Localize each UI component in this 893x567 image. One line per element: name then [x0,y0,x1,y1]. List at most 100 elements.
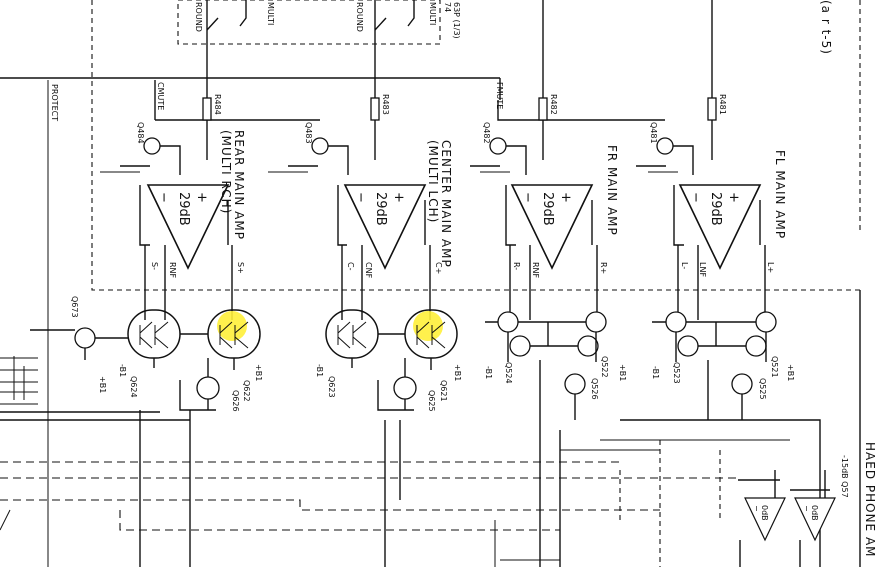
net-label-cmute: CMUTE [156,82,165,110]
transistor-label-q483: Q483 [304,122,313,144]
label-q521: Q521 [770,356,779,378]
transistor-q481 [656,137,674,155]
headphone-amp-a [744,497,786,542]
resistor-r484 [202,97,212,121]
transistor-label-q482: Q482 [482,122,491,144]
resistor-label-r481: R481 [718,94,727,115]
transistor-pkg-q624 [127,309,181,359]
pin-nf-center: CNF [364,262,373,279]
amp-title-fl: FL MAIN AMP [773,150,787,239]
pin-neg-q623: -B1 [315,364,324,377]
headphone-supply-ref: -15dB Q57 [840,455,849,498]
label-q673: Q673 [70,296,79,318]
mute-transistors: Q484 Q483 Q482 Q481 [100,122,694,175]
amp-title-rear: REAR MAIN AMP [232,130,246,240]
net-label-fmute: FMUTE [495,82,504,109]
label-q626: Q626 [231,390,240,412]
protect-circuit: Q673 [0,296,128,405]
amp-plus-fl: + [726,192,741,203]
transistor-q626 [196,376,220,400]
transistor-q484 [143,137,161,155]
pin-nf-rear: RNF [168,262,177,279]
output-stage-center: -B1 Q623 Q621 Q625 +B1 [315,309,462,412]
connector-label-2: 63P (1/3) [452,2,461,39]
pin-plus-rear: S+ [236,262,245,274]
pin-neg-fr: -B1 [484,366,493,379]
ground-label-1: ROUND [194,2,203,32]
pin-plus-fr: R+ [599,262,608,274]
transistor-q523 [665,311,687,333]
lower-wiring [0,410,821,567]
pin-minus-fl: L- [680,262,689,269]
connector-label: 74 [443,2,452,12]
multi-label-1: MULTI [266,2,275,25]
amplifier-fl: 29dB − + FL MAIN AMP L- LNF L+ [678,150,787,277]
pin-pos-q624: +B1 [98,376,107,393]
part-ref-label: (a r t-5) [819,0,833,55]
highlight-mark-q622 [217,311,247,341]
pin-plus-center: C+ [434,262,443,274]
amp-gain-rear: 29dB [176,192,191,226]
pin-nf-fl: LNF [698,262,707,277]
pin-plus-fl: L+ [766,262,775,273]
transistor-q525 [731,373,753,395]
amp-plus-rear: + [194,192,209,203]
pin-neg-fl: -B1 [651,366,660,379]
headphone-title: HAED PHONE AM [863,442,877,558]
amp-minus-fr: − [520,192,535,203]
headphone-amp-section: 0dB 0dB − − -15dB Q57 HAED PHONE AM [738,442,877,567]
pin-pos-q622: +B1 [254,364,263,381]
pin-minus-rear: S- [150,262,159,270]
resistor-label-r483: R483 [381,94,390,115]
transistor-q483 [311,137,329,155]
amp-title-fr: FR MAIN AMP [605,145,619,236]
transistor-q522 [585,311,607,333]
resistor-label-r484: R484 [213,94,222,115]
label-q523: Q523 [672,362,681,384]
resistor-r483 [370,97,380,121]
label-q623: Q623 [327,376,336,398]
transistor-q524 [497,311,519,333]
headphone-amp-b [794,497,836,542]
pin-pos-q621: +B1 [453,364,462,381]
transistor-label-q481: Q481 [649,122,658,144]
amplifier-center: 29dB − + CENTER MAIN AMP (MULTI LCH) C- … [343,140,453,279]
label-q624: Q624 [129,376,138,398]
label-q625: Q625 [427,390,436,412]
amp-minus-rear: − [156,192,171,203]
output-stage-fr: -B1 Q524 Q522 Q526 +B1 [484,311,627,420]
amp-gain-fl: 29dB [708,192,723,226]
resistor-r482 [538,97,548,121]
amp-subtitle-rear: (MULTI RCH) [219,130,233,214]
transistor-pkg-q623 [325,309,379,359]
amp-subtitle-center: (MULTI LCH) [426,140,440,223]
transistor-label-q484: Q484 [136,122,145,144]
amp-gain-fr: 29dB [540,192,555,226]
label-q524: Q524 [504,362,513,384]
amp-plus-fr: + [558,192,573,203]
label-q522: Q522 [600,356,609,378]
multi-label-2: MULTI [428,2,437,25]
pin-pos-fr: +B1 [618,364,627,381]
resistor-label-r482: R482 [549,94,558,115]
amp-title-center: CENTER MAIN AMP [439,140,453,268]
label-q525: Q525 [758,378,767,400]
amp-gain-center: 29dB [373,192,388,226]
pin-pos-fl: +B1 [786,364,795,381]
pin-neg-q624: -B1 [118,364,127,377]
ground-label-2: ROUND [355,2,364,32]
transistor-q482 [489,137,507,155]
amplifier-fr: 29dB − + FR MAIN AMP R- RNF R+ [510,145,619,279]
label-q526: Q526 [590,378,599,400]
hp-minus-b: − [802,505,811,512]
label-q622: Q622 [242,380,251,402]
resistor-r481 [707,97,717,121]
main-amp-enclosure: PROTECT CMUTE FMUTE [0,0,860,567]
transistor-q673 [74,327,96,349]
highlight-mark-q621 [413,311,443,341]
pin-minus-center: C- [346,262,355,271]
top-switch-block: ROUND MULTI ROUND MULTI 74 63P (1/3) [177,0,461,45]
amplifier-rear: 29dB − + REAR MAIN AMP (MULTI RCH) S- RN… [146,130,246,279]
label-q621: Q621 [439,380,448,402]
